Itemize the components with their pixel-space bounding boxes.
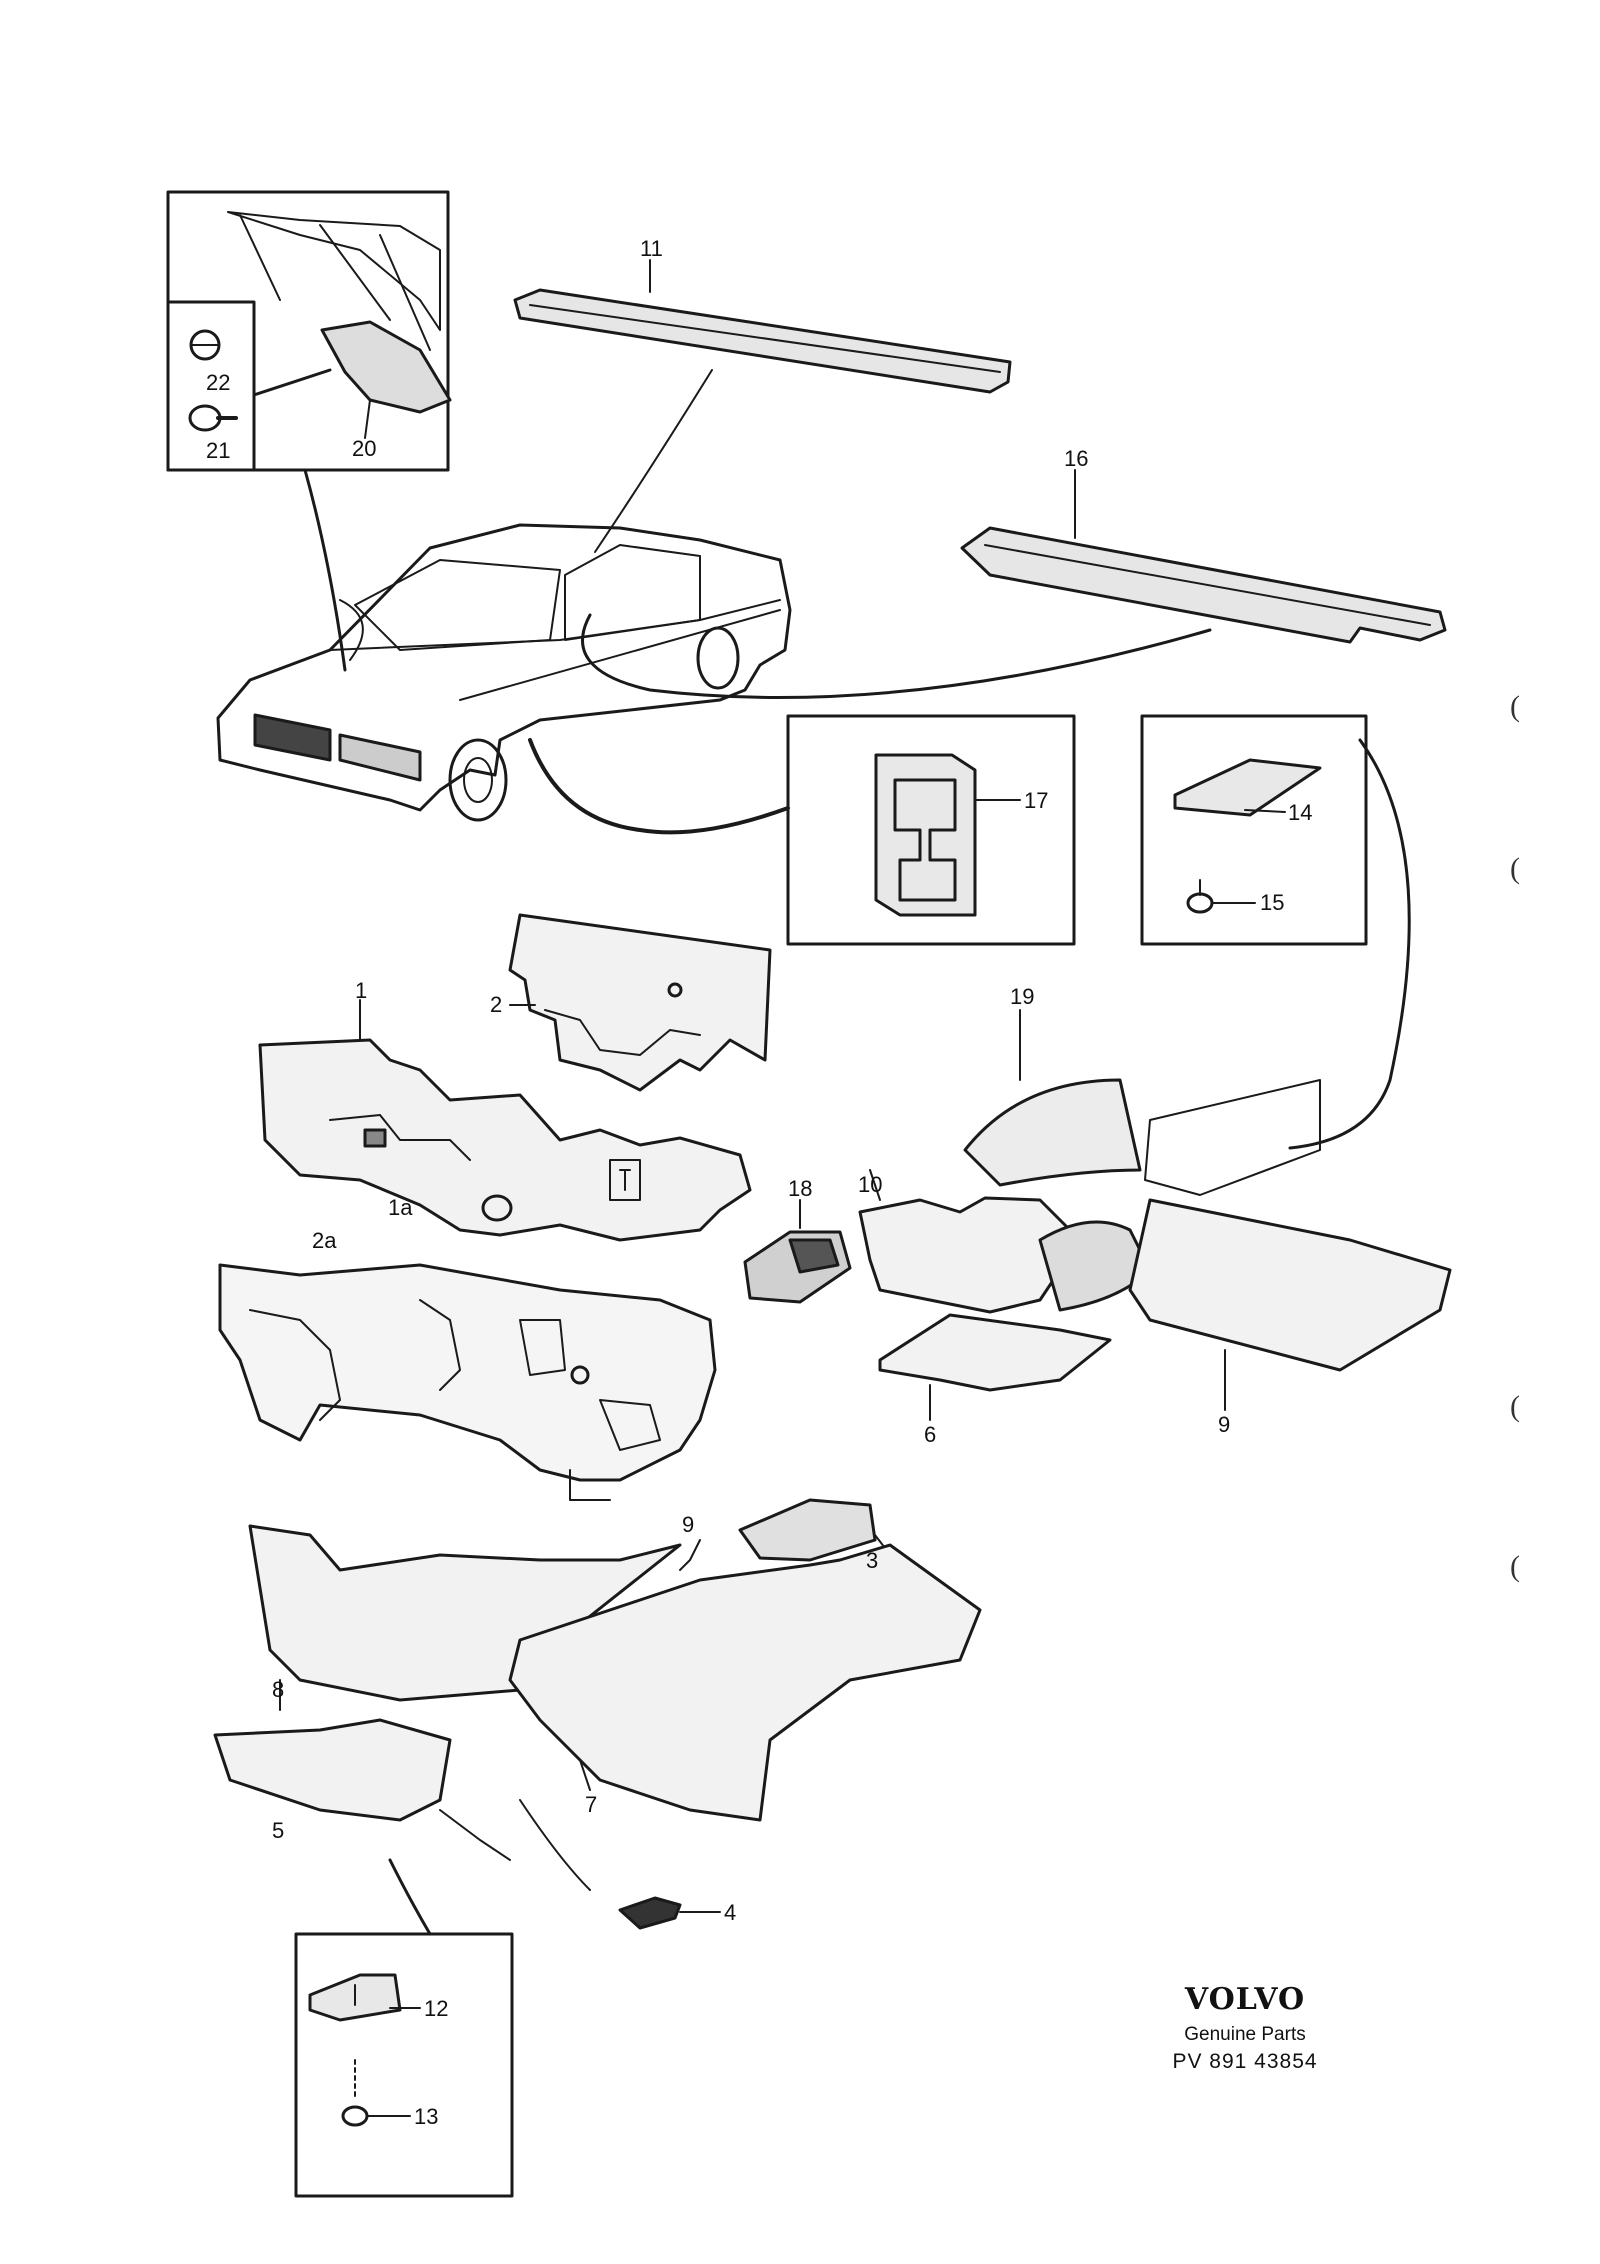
- callout-19: 19: [1010, 984, 1034, 1009]
- margin-mark: (: [1510, 690, 1520, 723]
- roof-insulation-11: [513, 259, 1012, 553]
- callout-9-rear: 9: [1218, 1412, 1230, 1437]
- car-illustration: [216, 523, 792, 822]
- callout-3: 3: [866, 1548, 878, 1573]
- brand-logo: VOLVO: [1184, 1982, 1306, 2017]
- callout-10: 10: [858, 1172, 882, 1197]
- callout-labels: 1 1a 2 2a 3 4 5 6 7 8 9 9 10 11 12 13 14…: [206, 236, 1312, 2129]
- callout-2a: 2a: [312, 1228, 337, 1253]
- callout-14: 14: [1288, 800, 1312, 825]
- part-number: PV 891 43854: [1172, 2050, 1318, 2073]
- brand-subtitle: Genuine Parts: [1184, 2024, 1306, 2045]
- callout-1: 1: [355, 978, 367, 1003]
- callout-12: 12: [424, 1996, 448, 2021]
- part-2a: [218, 1263, 717, 1501]
- margin-mark: (: [1510, 852, 1520, 885]
- part-19: [963, 1009, 1321, 1196]
- callout-11: 11: [640, 236, 663, 261]
- part-1: [258, 999, 752, 1242]
- callout-5: 5: [272, 1818, 284, 1843]
- margin-mark: (: [1510, 1550, 1520, 1583]
- callout-4: 4: [724, 1900, 736, 1925]
- callout-1a: 1a: [388, 1195, 413, 1220]
- callout-2: 2: [490, 992, 502, 1017]
- callout-13: 13: [414, 2104, 438, 2129]
- callout-18: 18: [788, 1176, 812, 1201]
- part-4: [618, 1896, 721, 1930]
- inset-17: [528, 714, 1076, 946]
- callout-17: 17: [1024, 788, 1048, 813]
- inset-12-13: [294, 1858, 514, 2198]
- callout-16: 16: [1064, 446, 1088, 471]
- inset-14-15: [1140, 714, 1411, 1150]
- callout-15: 15: [1260, 890, 1284, 915]
- margin-mark: (: [1510, 1390, 1520, 1423]
- callout-6: 6: [924, 1422, 936, 1447]
- shelf-insulation-16: [581, 469, 1447, 699]
- inset-hood-clips: [166, 190, 452, 672]
- callout-8: 8: [272, 1677, 284, 1702]
- callout-21: 21: [206, 438, 230, 463]
- parts-rear-floor: [858, 1169, 1452, 1421]
- part-2: [508, 913, 772, 1092]
- callout-20: 20: [352, 436, 376, 461]
- callout-9-front: 9: [682, 1512, 694, 1537]
- callout-7: 7: [585, 1792, 597, 1817]
- callout-22: 22: [206, 370, 230, 395]
- parts-front-floor: [213, 1524, 982, 1891]
- part-18: [743, 1199, 852, 1304]
